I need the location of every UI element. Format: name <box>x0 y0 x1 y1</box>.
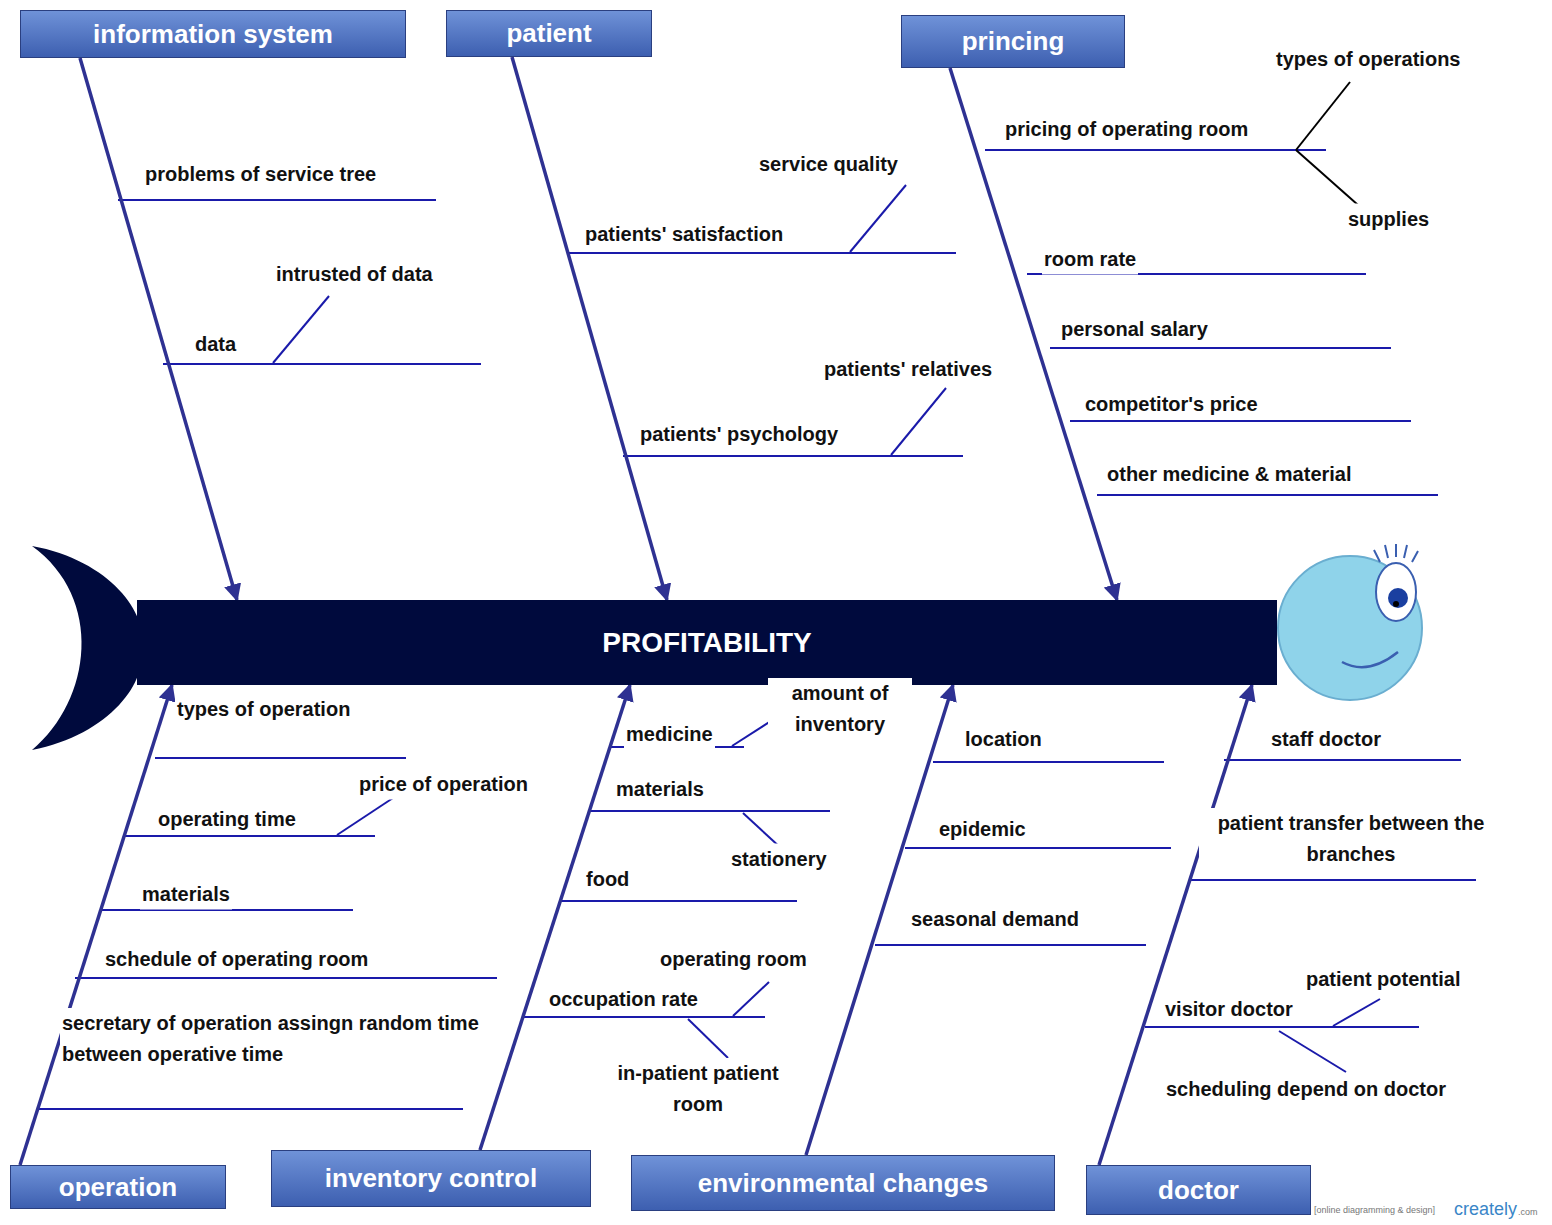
cause-label: personal salary <box>1059 314 1210 345</box>
category-box: information system <box>20 10 406 58</box>
node-title: doctor <box>1158 1175 1239 1206</box>
node-title: operation <box>59 1172 177 1203</box>
cause-label: price of operation <box>357 769 530 800</box>
cause-label: supplies <box>1346 204 1431 235</box>
cause-label: amount of inventory <box>768 678 912 740</box>
category-box: doctor <box>1086 1165 1311 1215</box>
node-title: PROFITABILITY <box>602 627 811 659</box>
cause-label: other medicine & material <box>1105 459 1354 490</box>
node-title: inventory control <box>325 1163 537 1194</box>
category-box: environmental changes <box>631 1155 1055 1211</box>
branch-lines <box>37 150 1476 1109</box>
cause-label: patients' psychology <box>638 419 840 450</box>
fish-head <box>1278 544 1422 700</box>
node-title: patient <box>506 18 591 49</box>
node-title: princing <box>962 26 1065 57</box>
cause-label: seasonal demand <box>909 904 1081 935</box>
watermark: .com <box>1518 1206 1538 1218</box>
cause-label: patient transfer between the branches <box>1199 808 1503 870</box>
cause-label: data <box>193 329 238 360</box>
cause-label: types of operation <box>175 694 352 725</box>
cause-arrow <box>20 685 172 1165</box>
cause-label: intrusted of data <box>274 259 435 290</box>
cause-label: problems of service tree <box>143 159 378 190</box>
cause-label: food <box>584 864 631 895</box>
cause-label: patient potential <box>1304 964 1462 995</box>
watermark: [online diagramming & design] <box>1314 1204 1435 1216</box>
cause-label: schedule of operating room <box>103 944 370 975</box>
cause-label: visitor doctor <box>1163 994 1295 1025</box>
cause-label: service quality <box>757 149 900 180</box>
category-box: inventory control <box>271 1150 591 1207</box>
cause-label: stationery <box>729 844 829 875</box>
cause-label: in-patient patient room <box>593 1058 803 1120</box>
cause-label: materials <box>614 774 706 805</box>
cause-label: epidemic <box>937 814 1028 845</box>
node-title: environmental changes <box>698 1168 988 1199</box>
cause-label: patients' satisfaction <box>583 219 785 250</box>
category-box: patient <box>446 10 652 57</box>
cause-label: medicine <box>624 719 715 750</box>
cause-label: materials <box>140 879 232 910</box>
cause-label: operating room <box>658 944 809 975</box>
cause-label: scheduling depend on doctor <box>1164 1074 1448 1105</box>
cause-label: types of operations <box>1274 44 1462 75</box>
cause-label: competitor's price <box>1083 389 1260 420</box>
node-title: information system <box>93 19 333 50</box>
cause-label: pricing of operating room <box>1003 114 1250 145</box>
leader-lines <box>1296 82 1358 205</box>
cause-label: secretary of operation assingn random ti… <box>60 1008 488 1070</box>
cause-label: occupation rate <box>547 984 700 1015</box>
cause-label: patients' relatives <box>822 354 994 385</box>
category-box: princing <box>901 15 1125 68</box>
category-box: operation <box>10 1165 226 1209</box>
fish-tail <box>32 546 142 750</box>
cause-label: staff doctor <box>1269 724 1383 755</box>
cause-label: room rate <box>1042 244 1138 275</box>
cause-label: location <box>963 724 1044 755</box>
spine-band: PROFITABILITY <box>137 600 1277 685</box>
watermark: creately <box>1454 1199 1517 1219</box>
cause-arrow <box>512 57 667 600</box>
cause-label: operating time <box>156 804 298 835</box>
